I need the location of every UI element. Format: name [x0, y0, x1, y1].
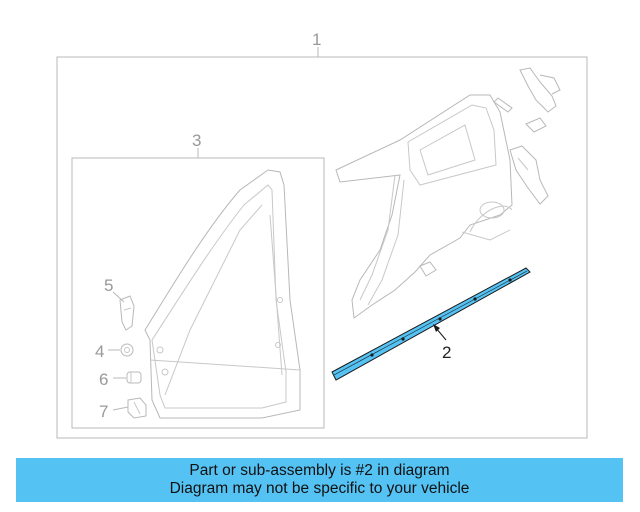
- callout-1: 1: [312, 30, 321, 49]
- parts-diagram: 1 3 5 4 6 7 2: [56, 30, 588, 439]
- rear-quarter-panel-drawing: [335, 94, 513, 319]
- leader-lines: [108, 291, 129, 411]
- banner-line-2: Diagram may not be specific to your vehi…: [169, 480, 470, 497]
- info-banner: Part or sub-assembly is #2 in diagram Di…: [16, 458, 623, 502]
- banner-line-1: Part or sub-assembly is #2 in diagram: [189, 462, 450, 479]
- hardware-part-6: [126, 371, 142, 384]
- callout-7: 7: [99, 402, 108, 421]
- callout-4: 4: [95, 342, 104, 361]
- callout-6: 6: [99, 370, 108, 389]
- assembly-frame-3: [71, 148, 325, 429]
- assembly-frame-1: [56, 47, 588, 439]
- callout-3: 3: [192, 131, 201, 150]
- callout-2-arrow: [433, 324, 447, 341]
- bracket-parts: [419, 67, 561, 277]
- hardware-part-4: [120, 343, 134, 357]
- callout-5: 5: [104, 276, 113, 295]
- front-pillar-drawing: [144, 169, 301, 419]
- callout-2: 2: [442, 343, 451, 362]
- hardware-part-7: [127, 397, 147, 419]
- part-2-rocker-molding: [331, 267, 531, 381]
- hardware-part-5: [119, 295, 135, 331]
